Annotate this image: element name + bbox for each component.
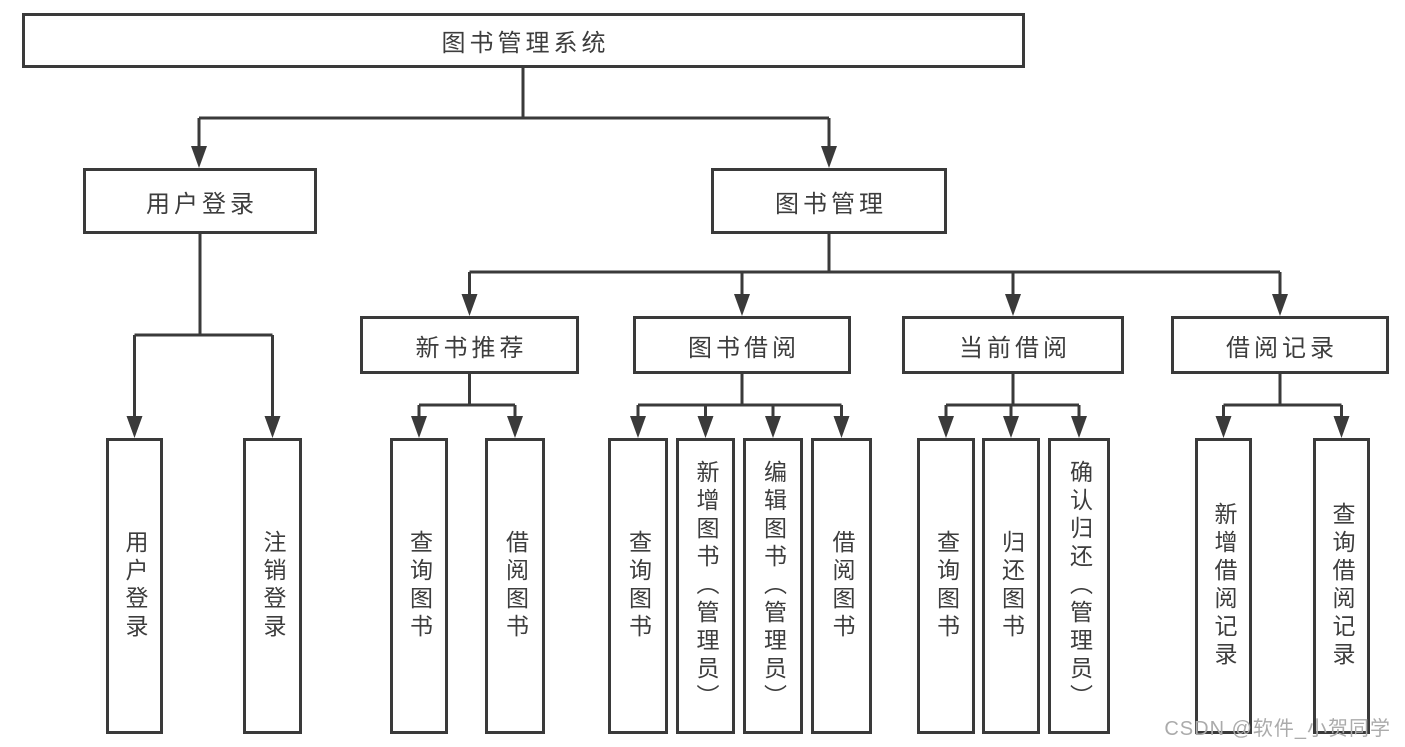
arrowhead xyxy=(191,146,207,168)
leaf-query-borrow-record: 查询借阅记录 xyxy=(1313,438,1370,734)
arrowhead xyxy=(1071,416,1087,438)
node-borrowing-records: 借阅记录 xyxy=(1171,316,1389,374)
arrowhead xyxy=(1215,416,1232,438)
arrowhead xyxy=(1005,294,1021,316)
arrowhead xyxy=(507,416,523,438)
leaf-query-books-borrowing: 查询图书 xyxy=(608,438,668,734)
connector xyxy=(468,234,1282,296)
arrowhead xyxy=(1333,416,1350,438)
arrowhead xyxy=(697,416,714,438)
node-book-management: 图书管理 xyxy=(711,168,947,234)
leaf-borrow-books-recommend: 借阅图书 xyxy=(485,438,545,734)
node-current-borrowing: 当前借阅 xyxy=(902,316,1124,374)
leaf-add-books-admin: 新增图书（管理员） xyxy=(676,438,735,734)
leaf-return-books: 归还图书 xyxy=(982,438,1040,734)
arrowhead xyxy=(821,146,837,168)
node-library-management-system: 图书管理系统 xyxy=(22,13,1025,68)
arrowhead xyxy=(630,416,646,438)
arrowhead xyxy=(264,416,281,438)
leaf-edit-books-admin: 编辑图书（管理员） xyxy=(743,438,803,734)
node-new-book-recommendation: 新书推荐 xyxy=(360,316,579,374)
arrowhead xyxy=(938,416,954,438)
leaf-borrow-books-borrowing: 借阅图书 xyxy=(811,438,872,734)
arrowhead xyxy=(126,416,143,438)
connector xyxy=(197,68,831,148)
arrowhead xyxy=(1003,416,1019,438)
connector xyxy=(636,374,843,418)
arrowhead xyxy=(461,294,478,316)
leaf-query-books-current: 查询图书 xyxy=(917,438,975,734)
arrowhead xyxy=(1272,294,1288,316)
leaf-query-books-recommend: 查询图书 xyxy=(390,438,448,734)
arrowhead xyxy=(833,416,850,438)
connector xyxy=(133,234,274,418)
arrowhead xyxy=(765,416,781,438)
arrowhead xyxy=(734,294,750,316)
csdn-watermark: CSDN @软件_小贺同学 xyxy=(1164,718,1391,740)
leaf-logout: 注销登录 xyxy=(243,438,302,734)
connector xyxy=(1222,374,1343,418)
leaf-user-login: 用户登录 xyxy=(106,438,163,734)
connector xyxy=(944,374,1081,418)
leaf-add-borrow-record: 新增借阅记录 xyxy=(1195,438,1252,734)
connector xyxy=(417,374,517,418)
leaf-confirm-return-admin: 确认归还（管理员） xyxy=(1048,438,1110,734)
node-book-borrowing: 图书借阅 xyxy=(633,316,851,374)
arrowhead xyxy=(411,416,427,438)
node-user-login: 用户登录 xyxy=(83,168,317,234)
